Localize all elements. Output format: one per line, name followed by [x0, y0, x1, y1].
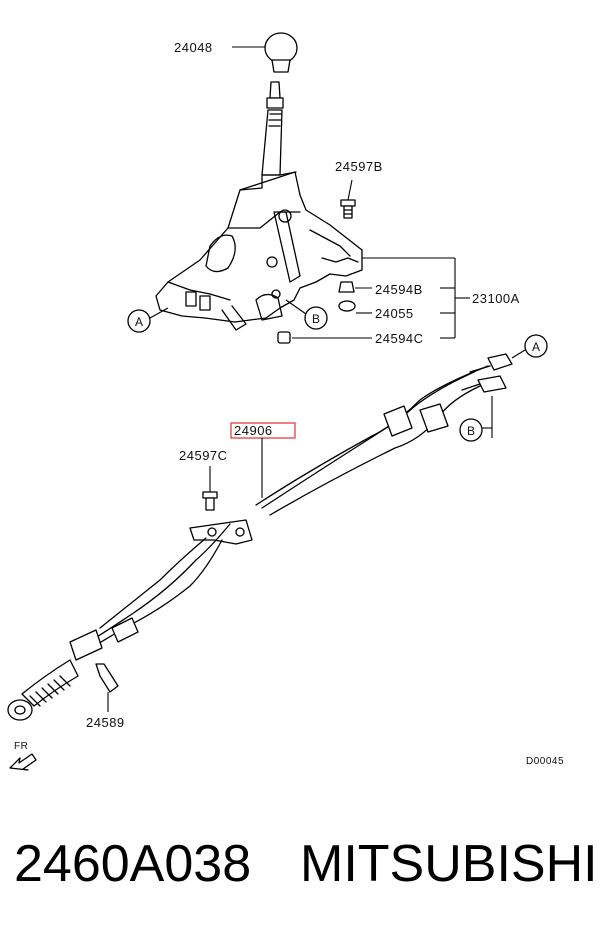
- shift-cable: [7, 353, 513, 721]
- bushing-24594c: [277, 331, 372, 344]
- bolt-24597b: [340, 179, 356, 219]
- callout-23100a: 23100A: [472, 291, 520, 306]
- ref-b-center-label: B: [312, 312, 321, 326]
- front-arrow-icon: [9, 753, 37, 771]
- bushing-24594b: [338, 281, 372, 293]
- ref-b-right: [459, 396, 493, 442]
- callout-24055: 24055: [375, 306, 414, 321]
- callout-24597c: 24597C: [179, 448, 228, 463]
- callout-24594c: 24594C: [375, 331, 424, 346]
- shift-knob: [232, 32, 298, 73]
- ref-b-center: [285, 299, 328, 330]
- assembly-bracket: [362, 257, 470, 339]
- diagram-code: D00045: [526, 756, 564, 767]
- callout-24906: 24906: [234, 423, 273, 438]
- ref-a-left-label: A: [135, 315, 144, 329]
- callout-24048: 24048: [174, 40, 213, 55]
- brand-name: MITSUBISHI: [300, 835, 598, 893]
- clip-24589: [95, 663, 119, 712]
- part-number: 2460A038: [14, 835, 252, 893]
- highlight-box-24906: [230, 422, 296, 439]
- ref-a-right-label: A: [532, 340, 541, 354]
- ref-a-right: [511, 334, 548, 359]
- callout-24597b: 24597B: [335, 159, 383, 174]
- nut-24055: [338, 300, 372, 314]
- ref-a-left: [127, 307, 169, 333]
- callout-24589: 24589: [86, 715, 125, 730]
- front-label: FR: [14, 741, 28, 752]
- ref-b-right-label: B: [467, 424, 476, 438]
- parts-diagram: 24048 24597B 24594B: [7, 32, 564, 771]
- callout-24594b: 24594B: [375, 282, 423, 297]
- bolt-24597c: [202, 466, 218, 511]
- shifter-base: [155, 171, 363, 331]
- shift-lever: [261, 81, 284, 176]
